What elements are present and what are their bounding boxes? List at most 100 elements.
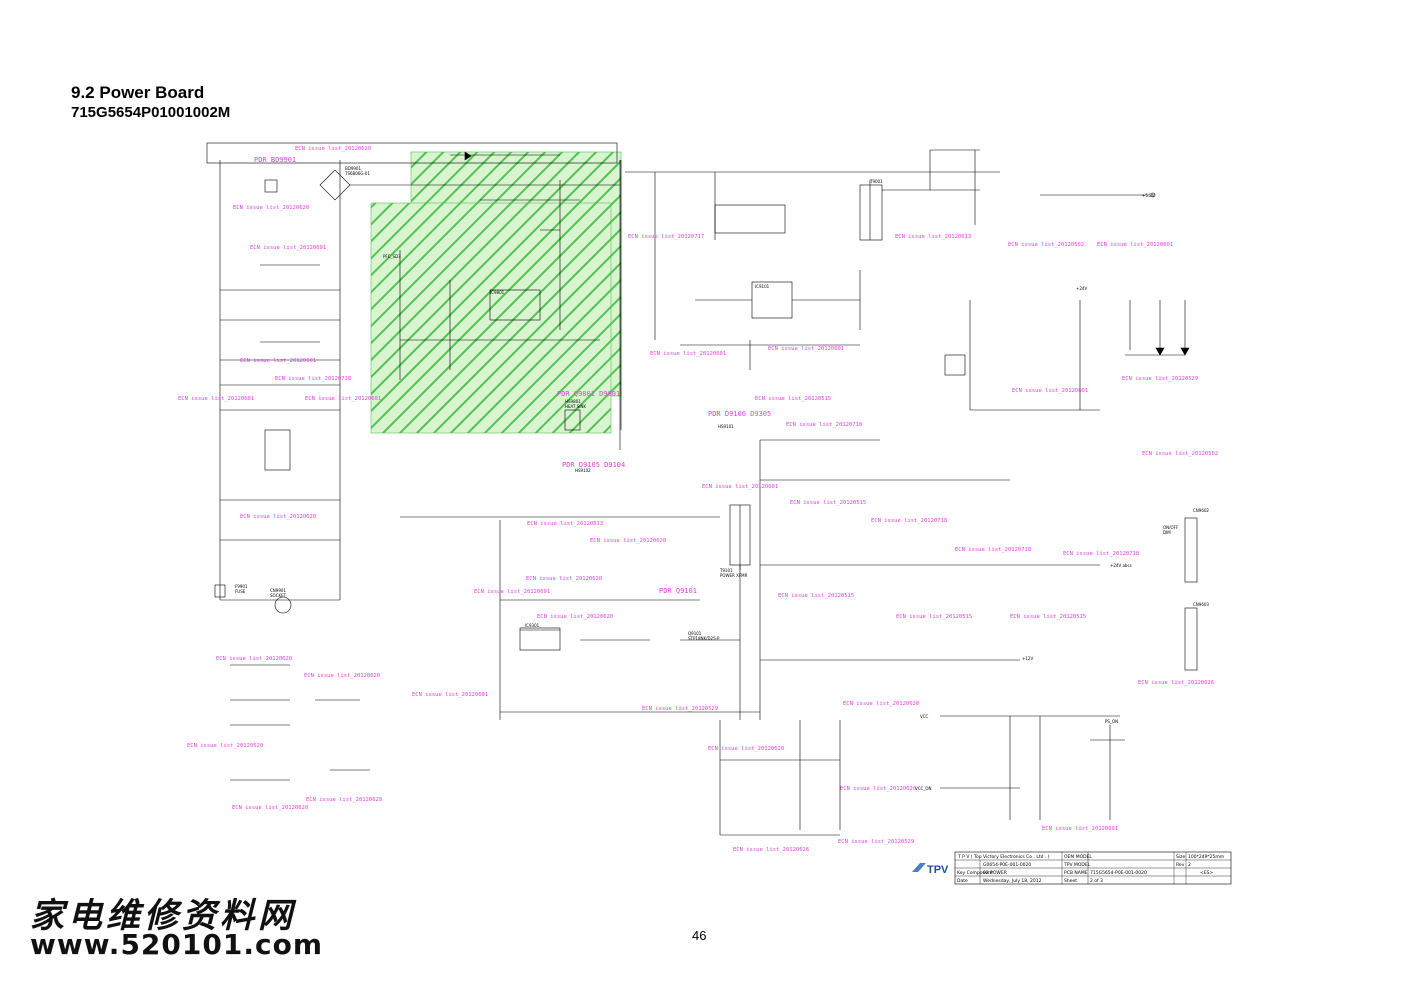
ecn-label: ECN issue list_20120620 [306, 797, 382, 803]
ecn-label: ECN issue list_20120529 [1122, 376, 1198, 382]
tb-date-label: Date [957, 878, 968, 884]
tb-date-value: Wednesday, July 18, 2012 [983, 878, 1042, 884]
ecn-label: ECN issue list_20120718 [871, 518, 947, 524]
ecn-label: ECN issue list_20120601 [178, 396, 254, 402]
pdr-labels: PDR BD9901 PDR Q9801 D9801 PDR D9106 D93… [254, 156, 771, 595]
tb-rev-value: 2 [1188, 862, 1191, 868]
ac-input-wiring [206, 142, 622, 614]
ecn-label: ECN issue list_20120515 [790, 500, 866, 506]
ecn-label: ECN issue list_20120620 [840, 786, 916, 792]
ecn-label: ECN issue list_20120515 [778, 593, 854, 599]
ecn-label: ECN issue list_20120620 [708, 746, 784, 752]
tb-ref-number: G0654-P0E-001-0020 [983, 862, 1031, 868]
ps-on-net: PS_ON [1105, 719, 1118, 724]
tb-tpv-model-label: TPV MODEL [1063, 862, 1091, 868]
t9101-value: POWER XFMR [720, 573, 748, 578]
ic9301-ref: IC9301 [525, 623, 540, 628]
ecn-label: ECN issue list_20120502 [1008, 242, 1084, 248]
ecn-label: ECN issue list_20120601 [650, 351, 726, 357]
ecn-labels: ECN issue list_20120620 ECN issue list_2… [178, 146, 1218, 853]
q9101-value: STP18NK/D25-P [688, 636, 720, 641]
cn9901-value: SOCKET [270, 593, 287, 598]
pdr-label-q9101: PDR Q9101 [659, 587, 697, 595]
bottom-regulators [230, 664, 1125, 836]
ecn-label: ECN issue list_20120620 [526, 576, 602, 582]
output-section [400, 439, 1198, 720]
hs9801-value: HEAT SINK [565, 404, 586, 409]
ecn-label: ECN issue list_20120601 [702, 484, 778, 490]
tpv-logo-text: TPV [927, 864, 949, 876]
tb-sheet-label: Sheet [1064, 878, 1077, 884]
cn9603-ref: CN9603 [1193, 602, 1209, 607]
ecn-label: ECN issue list_20120601 [250, 245, 326, 251]
ecn-label: ECN issue list_20120620 [537, 614, 613, 620]
pfc-sd3-net: PFC_SD3 [383, 254, 401, 259]
tb-oem-model-label: OEM MODEL [1064, 854, 1092, 860]
ecn-label: ECN issue list_20120718 [275, 376, 351, 382]
ic9101-ref: IC9101 [755, 284, 770, 289]
tb-pcb-name-label: PCB NAME [1064, 870, 1088, 876]
t9101-ref: T9101 [719, 568, 733, 573]
ecn-label: ECN issue list_20120515 [1010, 614, 1086, 620]
tb-notes: <ES> [1200, 870, 1213, 876]
main-converter [625, 149, 1156, 370]
page-number: 46 [692, 928, 707, 943]
hs9102-ref: HS9102 [575, 468, 591, 473]
rail-24v-abcs-net: +24V abcs [1110, 563, 1132, 568]
ecn-label: ECN issue list_20120613 [895, 234, 971, 240]
q9101-ref: Q9101 [688, 631, 702, 636]
ecn-label: ECN issue list_20120620 [590, 538, 666, 544]
plus24v-net: +24V [1076, 286, 1087, 291]
tb-company: T P V ( Top Victory Electronics Co . Ltd… [957, 854, 1050, 860]
page-title: 9.2 Power Board [71, 83, 205, 102]
pdr-label-q9801: PDR Q9801 D9801 [557, 390, 620, 398]
tb-pcb-name-value: 715G5654-P0E-001-0020 [1090, 870, 1147, 876]
dim-net: DIM [1163, 530, 1171, 535]
tb-component-label: Key Component [957, 870, 993, 876]
tb-rev-label: Rev [1176, 862, 1185, 868]
pdr-label-bd9901: PDR BD9901 [254, 156, 296, 164]
tb-sheet-value: 2 of 3 [1090, 878, 1103, 884]
ecn-label: ECN issue list_20120717 [628, 234, 704, 240]
pfc-stage [399, 151, 600, 431]
ic9801-ref: IC9801 [490, 290, 505, 295]
ecn-label: ECN issue list_20120601 [474, 589, 550, 595]
cn9901-ref: CN9901 [270, 588, 286, 593]
ecn-label: ECN issue list_20120601 [240, 358, 316, 364]
ecn-label: ECN issue list_20120620 [233, 205, 309, 211]
ecn-label: ECN issue list_20120620 [240, 514, 316, 520]
ecn-label: ECN issue list_20120529 [838, 839, 914, 845]
ecn-label: ECN issue list_20120718 [955, 547, 1031, 553]
tb-component-value: 02 POWER [983, 870, 1007, 876]
ecn-label: ECN issue list_20120718 [786, 422, 862, 428]
hs9101-ref: HS9101 [718, 424, 734, 429]
ecn-label: ECN issue list_20120620 [232, 805, 308, 811]
page-title-block: 9.2 Power Board 715G5654P01001002M [71, 83, 230, 123]
plus12v-net: +12V [1022, 656, 1033, 661]
tpv-logo: TPV [912, 863, 949, 876]
plus5v-net: +5.2V [1142, 193, 1155, 198]
bd9901-ref: BD9901 [345, 166, 361, 171]
ecn-label: ECN issue list_20120620 [304, 673, 380, 679]
on-off-net: ON/OFF [1163, 525, 1179, 530]
ecn-label: ECN issue list_20120620 [843, 701, 919, 707]
watermark-url: www.520101.com [30, 928, 323, 961]
pdr-label-d9105: PDR D9105 D9104 [562, 461, 625, 469]
hs9801-ref: HS9801 [565, 399, 581, 404]
ecn-label: ECN issue list_20120502 [1142, 451, 1218, 457]
ecn-label: ECN issue list_20120626 [1138, 680, 1214, 686]
board-part-number: 715G5654P01001002M [71, 104, 231, 121]
tb-size-value: 100*249*25mm [1188, 854, 1224, 860]
ecn-label: ECN issue list_20120515 [896, 614, 972, 620]
ecn-label: ECN issue list_20120601 [1097, 242, 1173, 248]
component-labels: BD9901 TS6B06G-01 F9901 FUSE CN9901 SOCK… [235, 166, 1209, 791]
ecn-label: ECN issue list_20120601 [1012, 388, 1088, 394]
pfc-hatched-region [370, 151, 622, 434]
feedback-circuit [944, 300, 1190, 411]
tb-size-label: Size [1176, 854, 1185, 860]
pdr-label-d9106: PDR D9106 D9305 [708, 410, 771, 418]
ecn-label: ECN issue list_20120613 [527, 521, 603, 527]
ecn-label: ECN issue list_20120626 [733, 847, 809, 853]
